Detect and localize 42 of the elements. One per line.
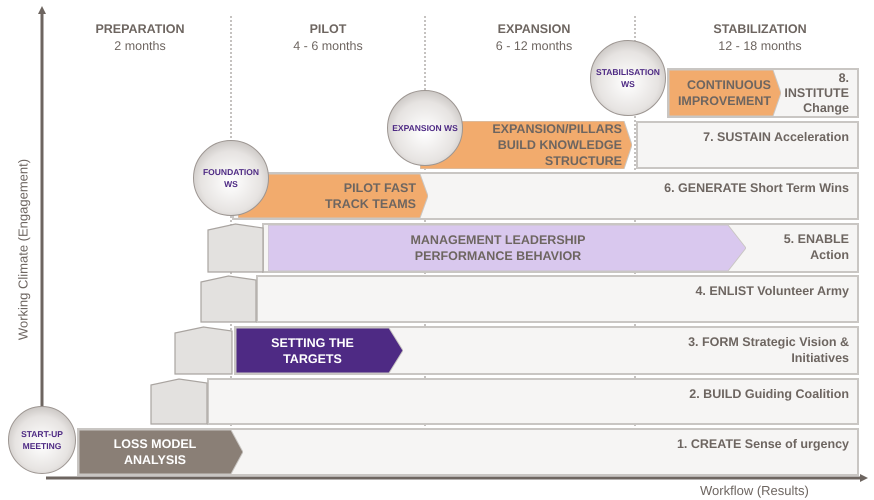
phase-duration: 2 months xyxy=(114,39,166,53)
step-row xyxy=(207,378,859,425)
axis-label: Workflow (Results) xyxy=(700,483,809,498)
workshop-label: FOUNDATION WS xyxy=(202,166,260,190)
workshop-label: EXPANSION WS xyxy=(392,122,458,134)
step-label: 4. ENLIST Volunteer Army xyxy=(695,283,849,299)
step-label: 8. INSTITUTE Change xyxy=(783,71,849,116)
axis-label: Working Climate (Engagement) xyxy=(16,158,30,342)
phase-title: EXPANSION xyxy=(498,22,570,36)
workshop-label: STABILISATION WS xyxy=(595,66,661,90)
step-row xyxy=(667,68,859,118)
step-label: 1. CREATE Sense of urgency xyxy=(676,436,849,452)
step-label: 2. BUILD Guiding Coalition xyxy=(689,386,849,402)
arrow-label: SETTING THE TARGETS xyxy=(270,334,355,366)
step-row xyxy=(256,275,859,323)
step-row xyxy=(262,223,859,273)
workshop-label: START-UP MEETING xyxy=(20,428,64,452)
arrow-label: CONTINUOUS IMPROVEMENT xyxy=(676,77,771,109)
activity-banner xyxy=(79,430,243,474)
arrow-label: PILOT FAST TRACK TEAMS xyxy=(324,180,416,212)
step-block xyxy=(200,275,257,323)
step-label: 7. SUSTAIN Acceleration xyxy=(703,129,849,145)
phase-duration: 6 - 12 months xyxy=(496,39,572,53)
phase-duration: 12 - 18 months xyxy=(718,39,802,53)
phase-duration: 4 - 6 months xyxy=(293,39,363,53)
arrow-label: MANAGEMENT LEADERSHIP PERFORMANCE BEHAVIOR xyxy=(409,232,586,264)
step-label: 5. ENABLE Action xyxy=(782,231,849,263)
activity-banner xyxy=(236,328,403,373)
step-row xyxy=(636,121,859,169)
step-label: 6. GENERATE Short Term Wins xyxy=(664,180,849,196)
arrow-label: LOSS MODEL ANALYSIS xyxy=(112,436,198,468)
phase-title: STABILIZATION xyxy=(713,22,807,36)
step-block xyxy=(150,378,208,425)
step-row xyxy=(234,326,859,375)
phase-title: PILOT xyxy=(310,22,346,36)
activity-banner xyxy=(669,70,781,116)
step-row xyxy=(77,428,859,476)
step-block xyxy=(174,326,233,375)
step-label: 3. FORM Strategic Vision & Initiatives xyxy=(687,334,849,366)
phase-title: PREPARATION xyxy=(95,22,185,36)
activity-banner xyxy=(268,225,746,271)
step-block xyxy=(207,223,264,273)
